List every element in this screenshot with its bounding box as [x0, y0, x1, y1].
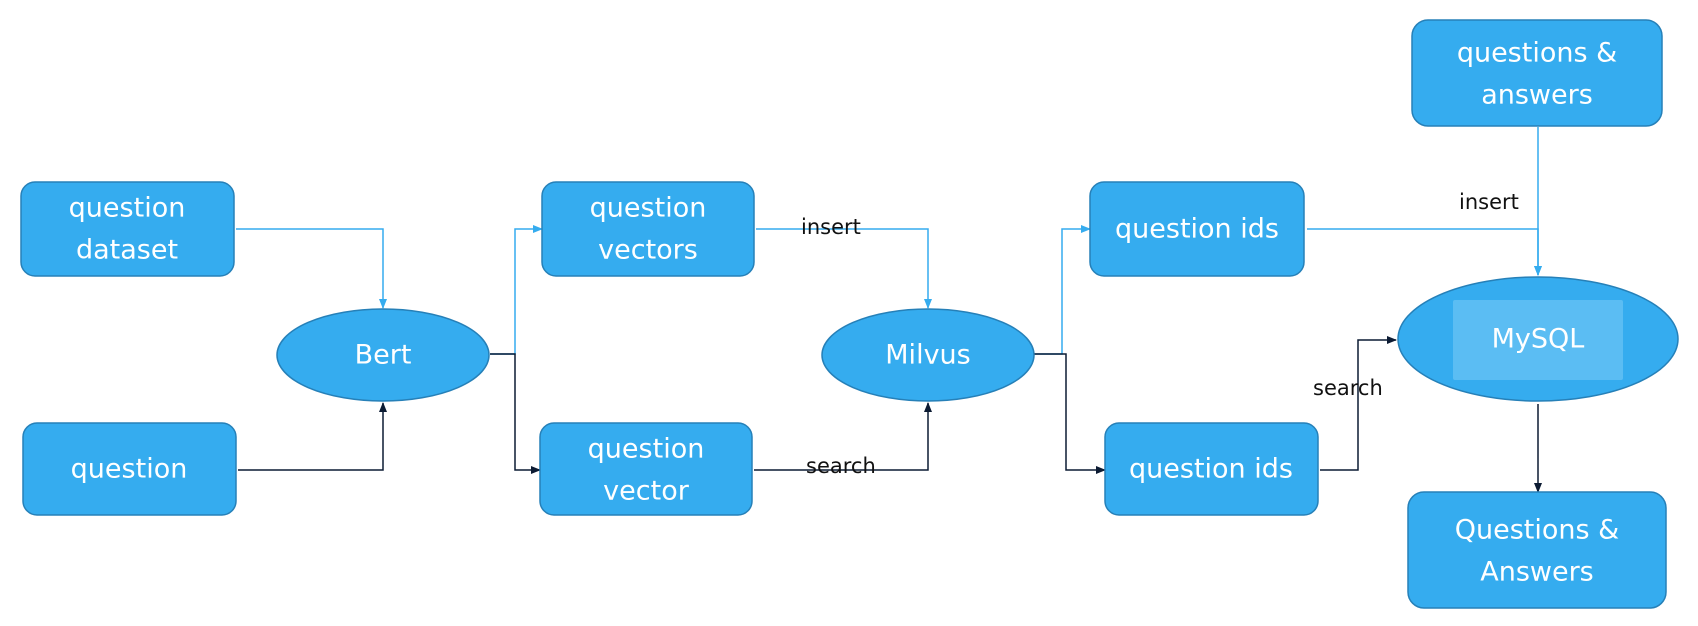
- edge-question-vectors-to-milvus: [756, 228, 932, 309]
- node-milvus: Milvus: [821, 308, 1035, 402]
- node-questions-answers-bottom-line1: Questions &: [1455, 515, 1619, 546]
- node-question-label: question: [71, 454, 188, 485]
- edge-label-search-ids: search: [1313, 376, 1383, 400]
- node-question-ids-top-label: question ids: [1115, 214, 1279, 245]
- edge-question-ids-bottom-to-mysql: [1320, 336, 1397, 471]
- node-question-vector-line1: question: [588, 434, 705, 465]
- edge-label-insert-answers: insert: [1459, 190, 1519, 214]
- node-mysql-label: MySQL: [1492, 324, 1585, 355]
- edge-label-search-vector: search: [806, 454, 876, 478]
- edge-bert-to-question-vectors: [490, 225, 543, 355]
- edge-dataset-to-bert: [236, 228, 387, 309]
- edge-question-to-bert: [238, 402, 387, 471]
- node-questions-answers-top-line2: answers: [1481, 80, 1593, 111]
- edge-milvus-to-question-ids-top: [1034, 225, 1091, 355]
- node-question-ids-bottom: question ids: [1104, 422, 1319, 516]
- node-bert: Bert: [276, 308, 490, 402]
- mysql-inner-highlight: [1453, 300, 1623, 380]
- node-question-vectors-line2: vectors: [598, 235, 698, 266]
- node-question: question: [22, 422, 237, 516]
- node-question-vectors-line1: question: [590, 193, 707, 224]
- edge-question-vector-to-milvus: [754, 402, 932, 471]
- node-bert-label: Bert: [355, 340, 412, 371]
- node-question-vectors: question vectors: [541, 181, 755, 277]
- node-questions-answers-top-line1: questions &: [1457, 38, 1617, 69]
- node-question-ids-bottom-label: question ids: [1129, 454, 1293, 485]
- node-questions-answers-bottom: Questions & Answers: [1407, 491, 1667, 609]
- node-milvus-label: Milvus: [885, 340, 970, 371]
- node-question-vector: question vector: [539, 422, 753, 516]
- edge-label-insert-vectors: insert: [801, 215, 861, 239]
- edge-bert-to-question-vector: [490, 353, 541, 474]
- node-question-ids-top: question ids: [1089, 181, 1305, 277]
- node-question-dataset: question dataset: [20, 181, 235, 277]
- node-questions-answers-top: questions & answers: [1411, 19, 1663, 127]
- node-questions-answers-bottom-line2: Answers: [1480, 557, 1594, 588]
- node-mysql: MySQL: [1397, 276, 1679, 402]
- edge-milvus-to-question-ids-bottom: [1034, 353, 1106, 474]
- node-question-dataset-line2: dataset: [76, 235, 178, 266]
- edge-question-ids-top-to-mysql: [1307, 228, 1542, 276]
- node-question-dataset-line1: question: [69, 193, 186, 224]
- node-question-vector-line2: vector: [603, 476, 690, 507]
